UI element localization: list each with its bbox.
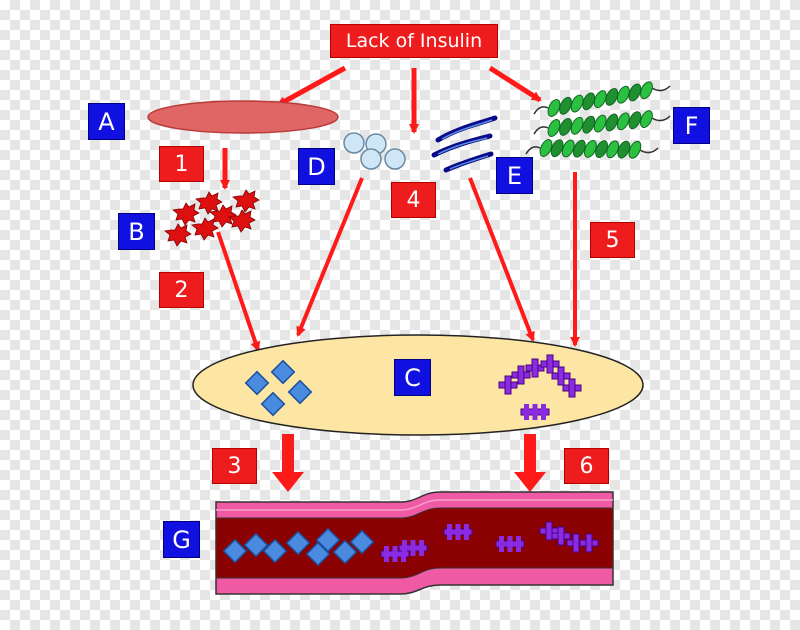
label-C-text: C [404,363,421,392]
helix-coil [605,113,619,132]
helix-tail [525,146,541,155]
starburst [228,209,256,233]
helix-coil [628,111,642,130]
fat-tissue-ellipse [147,100,339,134]
helix-tail [533,106,549,115]
cell-cluster-D [343,132,406,170]
arrow-C-to-G-right [514,434,546,492]
step-1: 1 [159,146,204,182]
helix-coil [547,119,561,137]
helix-tail [651,85,671,92]
helix-coil [539,139,553,157]
arrow-E-to-C [468,177,535,342]
arrow-B-to-C [216,231,261,352]
helix-coil [640,81,653,100]
cross3 [495,535,525,553]
helix-coil [616,112,630,131]
fatty-acid-starbursts [164,189,260,247]
helix-coil [616,85,630,104]
circle [384,148,406,170]
helix-coil [617,140,631,159]
label-F: F [673,107,710,144]
label-D-text: D [307,152,326,181]
helix-coil [593,114,607,133]
helix-coil [606,140,620,159]
starburst [209,204,237,228]
label-A: A [88,103,125,140]
circle [343,132,365,154]
step-6-text: 6 [579,453,594,479]
helix-tail [639,147,659,154]
muscle-fibers-E [431,115,498,173]
label-C: C [394,359,431,396]
helix-coil [584,139,597,158]
cross3 [443,523,473,541]
helix-tail [533,126,549,135]
step-1-text: 1 [174,151,189,177]
label-B-text: B [128,217,145,246]
step-4: 4 [391,182,436,218]
label-A-text: A [98,107,115,136]
helix-coil [547,99,561,117]
step-5-text: 5 [605,227,620,253]
step-6: 6 [564,448,609,484]
title-text: Lack of Insulin [345,30,483,52]
protein-helices-F [525,81,671,159]
step-3: 3 [212,448,257,484]
arrow-C-to-G-left [272,434,304,492]
helix-coil [628,140,642,159]
arrow-D-to-C [296,177,364,337]
helix-coil [572,139,586,158]
helix-coil [570,94,584,113]
helix-coil [640,110,653,129]
starburst [232,189,260,213]
helix-coil [628,83,642,102]
helix-coil [559,96,572,115]
fiber [435,115,498,143]
step-2: 2 [159,272,204,308]
starburst [164,223,192,247]
label-G-text: G [172,525,191,554]
arrows [216,65,580,352]
cross3 [398,539,428,557]
label-D: D [298,148,335,185]
arrow-insulin-to-F [488,65,542,103]
label-F-text: F [684,111,699,140]
helix-coil [582,92,596,111]
helix-coil [570,116,584,135]
label-E-text: E [506,161,523,190]
starburst [172,202,200,226]
step-4-text: 4 [406,187,421,213]
step-5: 5 [590,222,635,258]
helix-coil [593,90,607,109]
step-3-text: 3 [227,453,242,479]
label-B: B [118,213,155,250]
helix-coil [561,139,575,158]
label-E: E [496,157,533,194]
arrow-insulin-to-A [276,65,347,108]
step-2-text: 2 [174,277,189,303]
helix-coil [559,117,572,136]
thick-arrows [272,434,546,492]
cross3 [520,403,550,421]
lack-of-insulin-box: Lack of Insulin [330,24,498,58]
helix-tail [651,115,671,122]
starburst [191,217,219,241]
helix-coil [550,139,564,158]
circle [360,148,382,170]
starburst [195,191,223,215]
helix-coil [605,87,619,106]
fiber [431,133,493,158]
helix-coil [595,140,608,159]
helix-coil [582,115,596,134]
label-G: G [163,521,200,558]
